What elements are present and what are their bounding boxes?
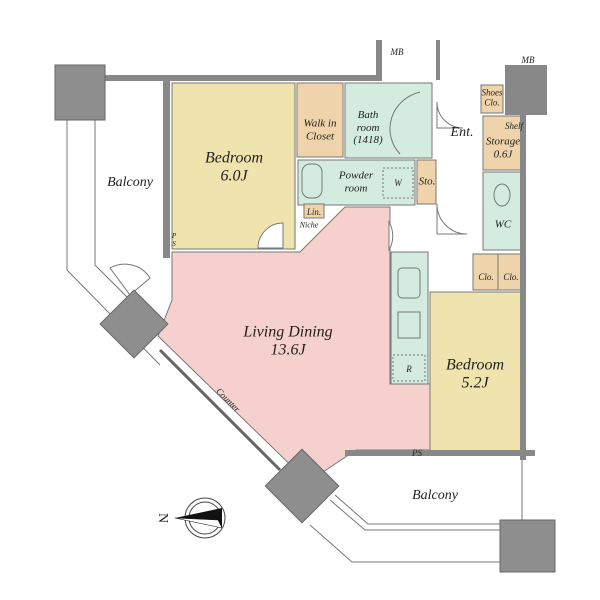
room-size: 0.6J — [493, 148, 513, 160]
mb-right-label: MB — [521, 54, 535, 65]
label-line: (1418) — [353, 134, 383, 147]
label-line: room — [344, 182, 368, 194]
window-diagonal — [158, 348, 282, 472]
entrance-label: Ent. — [450, 124, 474, 140]
wc-area — [482, 171, 524, 251]
label-line: Walk in — [303, 117, 337, 130]
label-line: Closet — [305, 130, 335, 142]
label-line: P — [171, 231, 177, 240]
pillar-left-diagonal — [99, 289, 169, 359]
sink-icon — [301, 163, 323, 199]
washer-space — [382, 167, 414, 199]
balcony-bottom-label: Balcony — [412, 487, 458, 503]
shoes-closet-area — [480, 84, 504, 114]
walls — [100, 40, 547, 460]
walk-in-closet-area — [296, 82, 344, 158]
storage-small-area — [416, 159, 437, 205]
room-size: 6.0J — [220, 168, 248, 185]
room-size: 5.2J — [461, 375, 489, 392]
compass-icon — [174, 497, 226, 539]
mb-top-label: MB — [390, 46, 404, 57]
fridge-space — [392, 354, 426, 382]
bedroom-6j-area — [171, 82, 296, 250]
kitchen-sink-icon — [397, 267, 421, 299]
pillar-bottom-diagonal — [264, 448, 340, 524]
label-line: room — [356, 121, 380, 134]
closet-a-label: Clo. — [478, 271, 494, 282]
room-size: 13.6J — [270, 342, 306, 359]
label-line: S — [172, 240, 176, 248]
linen-area — [303, 203, 325, 219]
bathtub-icon — [389, 91, 421, 155]
room-name: Bedroom — [445, 356, 505, 374]
room-name: Bedroom — [204, 149, 264, 167]
bathroom-area — [344, 82, 433, 159]
room-name: Storage — [485, 135, 521, 148]
label-line: Clo. — [484, 98, 500, 108]
stove-icon — [397, 311, 421, 339]
ps-bottom-label: PS — [412, 447, 422, 458]
balcony-left-label: Balcony — [107, 174, 153, 190]
pillar-top-left — [54, 64, 106, 121]
label-line: Bath — [357, 109, 379, 122]
label-line: Shoes — [481, 87, 503, 98]
pillar-bottom-right — [499, 519, 556, 573]
toilet-icon — [493, 183, 511, 207]
wc-label: WC — [494, 218, 512, 231]
fridge-label: R — [406, 363, 412, 374]
storage-small-label: Sto. — [418, 175, 436, 188]
linen-label: Lin. — [306, 206, 322, 217]
storage-area — [482, 115, 524, 171]
closet-b-label: Clo. — [503, 271, 519, 282]
doors — [109, 101, 468, 296]
label-line: Powder — [338, 169, 374, 182]
compass-north-label: N — [155, 512, 171, 524]
shelf-label: Shelf — [505, 120, 523, 131]
niche-label: Niche — [299, 220, 319, 230]
bedroom-5j-area — [429, 291, 523, 453]
room-name: Living Dining — [243, 323, 333, 341]
washer-label: W — [394, 177, 402, 188]
